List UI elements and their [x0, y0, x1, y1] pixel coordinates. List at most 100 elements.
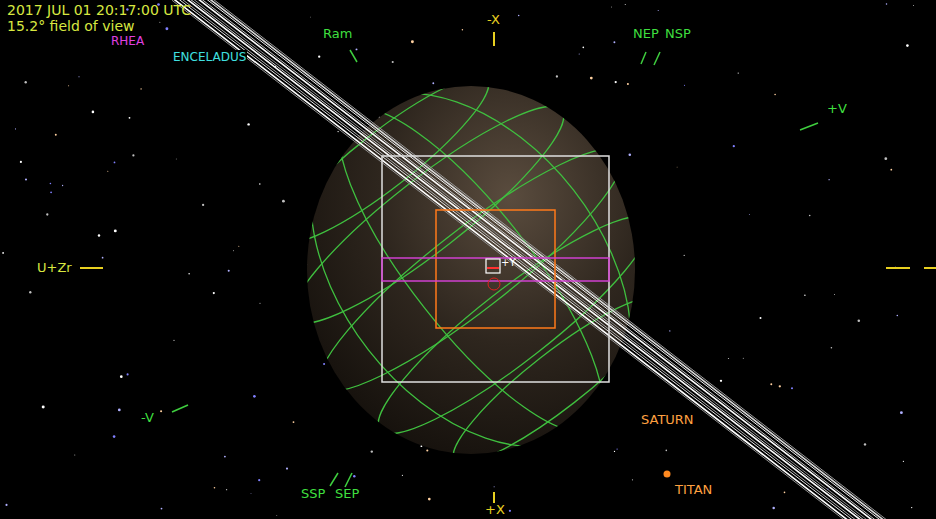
star — [556, 75, 558, 77]
ring-line — [175, 0, 880, 519]
star — [658, 10, 659, 11]
star — [253, 395, 256, 398]
star — [309, 16, 311, 18]
star — [411, 40, 414, 43]
star — [5, 504, 7, 506]
axis-label: U+Zr — [36, 260, 73, 275]
star — [625, 4, 626, 5]
star — [748, 213, 750, 215]
star — [903, 461, 904, 462]
star — [900, 411, 903, 414]
star — [25, 81, 27, 83]
star — [29, 291, 31, 293]
star — [46, 213, 48, 215]
star — [728, 358, 729, 359]
axis-ticks — [80, 32, 936, 503]
star — [590, 77, 593, 80]
star — [579, 54, 580, 55]
star — [161, 508, 163, 510]
star — [120, 375, 123, 378]
axis-label: -X — [486, 12, 501, 27]
star — [102, 257, 104, 259]
star — [720, 380, 722, 382]
star — [276, 514, 278, 516]
star — [2, 252, 4, 254]
star — [323, 363, 325, 365]
star — [92, 111, 95, 114]
saturn-rings — [172, 0, 893, 519]
star — [402, 475, 403, 476]
star — [293, 421, 295, 423]
star — [684, 85, 685, 86]
star — [173, 340, 174, 341]
ring-line — [181, 0, 886, 519]
star — [15, 128, 16, 129]
star — [518, 15, 520, 17]
star — [886, 3, 888, 5]
star — [286, 468, 288, 470]
direction-ticks — [172, 50, 818, 487]
star — [74, 454, 76, 456]
star — [858, 319, 861, 322]
star — [611, 6, 613, 8]
star — [770, 383, 772, 385]
star — [233, 250, 235, 252]
star — [864, 443, 866, 445]
axis-label: +X — [484, 502, 506, 517]
star — [337, 131, 338, 132]
star — [392, 61, 394, 63]
star — [42, 405, 45, 408]
star — [616, 448, 617, 449]
direction-label: -V — [140, 410, 155, 425]
star — [779, 385, 781, 387]
star — [127, 373, 129, 375]
star — [202, 204, 204, 206]
ring-line — [172, 0, 877, 519]
ring-line — [173, 0, 878, 519]
star — [188, 273, 190, 275]
star — [684, 255, 685, 256]
titan-dot — [664, 471, 671, 478]
moon-label: TITAN — [674, 482, 713, 497]
star — [666, 450, 668, 452]
star — [107, 171, 108, 172]
star — [828, 179, 829, 180]
star — [831, 347, 833, 349]
star — [772, 507, 774, 509]
star — [809, 215, 811, 217]
star — [318, 56, 320, 58]
star — [774, 94, 776, 96]
moon-label: ENCELADUS — [172, 50, 247, 65]
star — [911, 507, 912, 508]
star — [613, 41, 615, 43]
star — [784, 491, 786, 493]
time-stamp: 2017 JUL 01 20:17:00 UTC — [6, 3, 192, 18]
direction-label: SSP — [300, 486, 326, 501]
star — [238, 246, 239, 247]
star — [25, 178, 27, 180]
axis-label: +Y — [500, 255, 517, 270]
star — [160, 410, 162, 412]
star — [50, 183, 52, 185]
star — [78, 76, 79, 77]
star — [632, 479, 633, 480]
star — [118, 409, 121, 412]
instrument-fov-orange — [436, 210, 555, 328]
star — [224, 456, 226, 458]
star — [733, 145, 735, 147]
direction-label: +V — [826, 101, 848, 116]
star — [258, 479, 260, 481]
boresight-box — [486, 259, 500, 273]
star — [760, 317, 762, 319]
star — [627, 83, 629, 85]
star — [214, 487, 216, 489]
instrument-fov-magenta — [382, 258, 609, 281]
boresight-mark — [487, 267, 499, 269]
star — [113, 435, 116, 438]
star — [629, 154, 632, 157]
star — [62, 185, 63, 186]
star — [494, 486, 495, 487]
ring-line — [179, 0, 884, 519]
